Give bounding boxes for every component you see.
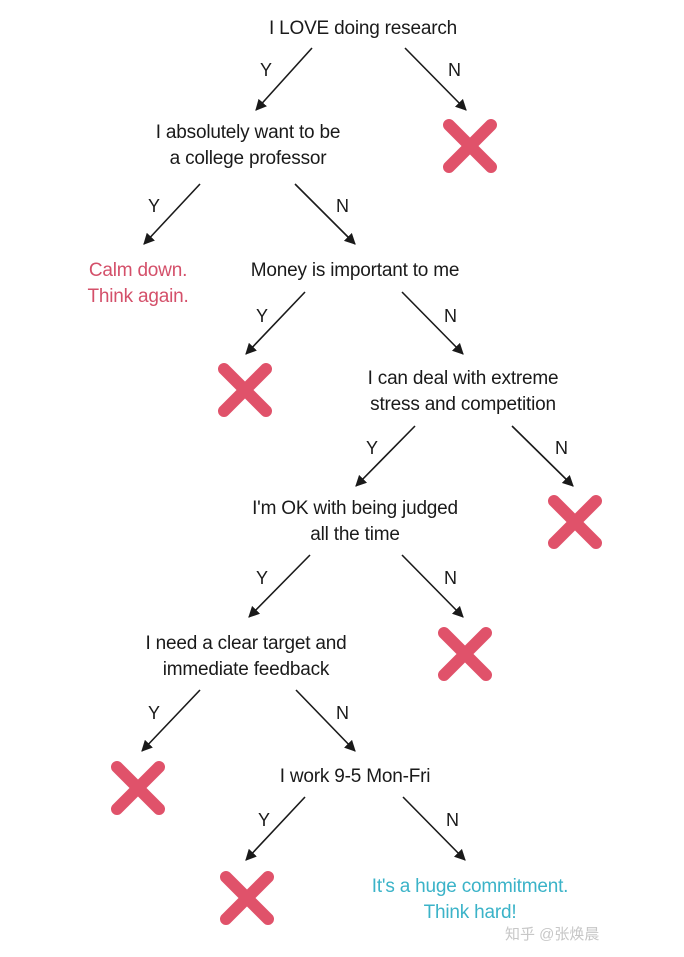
yes-label: Y <box>366 438 379 458</box>
node-commitment: It's a huge commitment. Think hard! <box>330 874 610 926</box>
edge-money-yes <box>245 291 306 355</box>
yes-label: Y <box>148 196 161 216</box>
node-commit-line2: Think hard! <box>423 902 517 923</box>
edge-work-no <box>402 796 466 861</box>
yes-label: Y <box>256 306 269 326</box>
edge-root-no <box>404 47 467 111</box>
node-root-text: I LOVE doing research <box>268 18 458 39</box>
node-money: Money is important to me <box>215 258 495 284</box>
yes-label: Y <box>260 60 273 80</box>
no-label: N <box>444 568 457 588</box>
node-stress-line1: I can deal with extreme <box>367 368 559 389</box>
node-target-line1: I need a clear target and <box>145 633 347 654</box>
cross-icon <box>220 871 274 925</box>
node-calm-line2: Think again. <box>87 286 189 307</box>
edge-work-yes <box>245 796 306 861</box>
node-professor: I absolutely want to be a college profes… <box>108 120 388 172</box>
cross-icon <box>218 363 272 417</box>
edge-money-no <box>401 291 464 355</box>
node-money-text: Money is important to me <box>250 260 460 281</box>
cross-icon <box>438 627 492 681</box>
edge-root-yes <box>255 47 313 111</box>
node-professor-line1: I absolutely want to be <box>155 122 341 143</box>
no-label: N <box>444 306 457 326</box>
node-stress-line2: stress and competition <box>370 394 556 415</box>
edge-stress-no <box>511 425 574 487</box>
node-work-text: I work 9-5 Mon-Fri <box>279 766 431 787</box>
node-root: I LOVE doing research <box>213 16 513 42</box>
cross-icon <box>443 119 497 173</box>
node-target-line2: immediate feedback <box>162 659 330 680</box>
node-work: I work 9-5 Mon-Fri <box>220 764 490 790</box>
edge-judged-no <box>401 554 464 618</box>
node-target: I need a clear target and immediate feed… <box>100 631 392 683</box>
node-calm-down: Calm down. Think again. <box>58 258 218 310</box>
no-label: N <box>446 810 459 830</box>
cross-icon <box>548 495 602 549</box>
yes-label: Y <box>148 703 161 723</box>
node-judged-line1: I'm OK with being judged <box>252 498 458 519</box>
watermark: 知乎 @张焕晨 <box>505 926 600 943</box>
edge-professor-no <box>294 183 356 245</box>
no-label: N <box>555 438 568 458</box>
node-judged: I'm OK with being judged all the time <box>210 496 500 548</box>
edge-professor-yes <box>143 183 201 245</box>
no-label: N <box>336 196 349 216</box>
cross-icon <box>111 761 165 815</box>
no-label: N <box>448 60 461 80</box>
edge-target-yes <box>141 689 201 752</box>
node-commit-line1: It's a huge commitment. <box>371 876 569 897</box>
node-calm-line1: Calm down. <box>88 260 188 281</box>
node-professor-line2: a college professor <box>169 148 327 169</box>
edge-judged-yes <box>248 554 311 618</box>
node-stress: I can deal with extreme stress and compe… <box>318 366 608 418</box>
edge-target-no <box>295 689 356 752</box>
node-judged-line2: all the time <box>310 524 400 545</box>
yes-label: Y <box>256 568 269 588</box>
edge-stress-yes <box>355 425 416 487</box>
no-label: N <box>336 703 349 723</box>
yes-label: Y <box>258 810 271 830</box>
